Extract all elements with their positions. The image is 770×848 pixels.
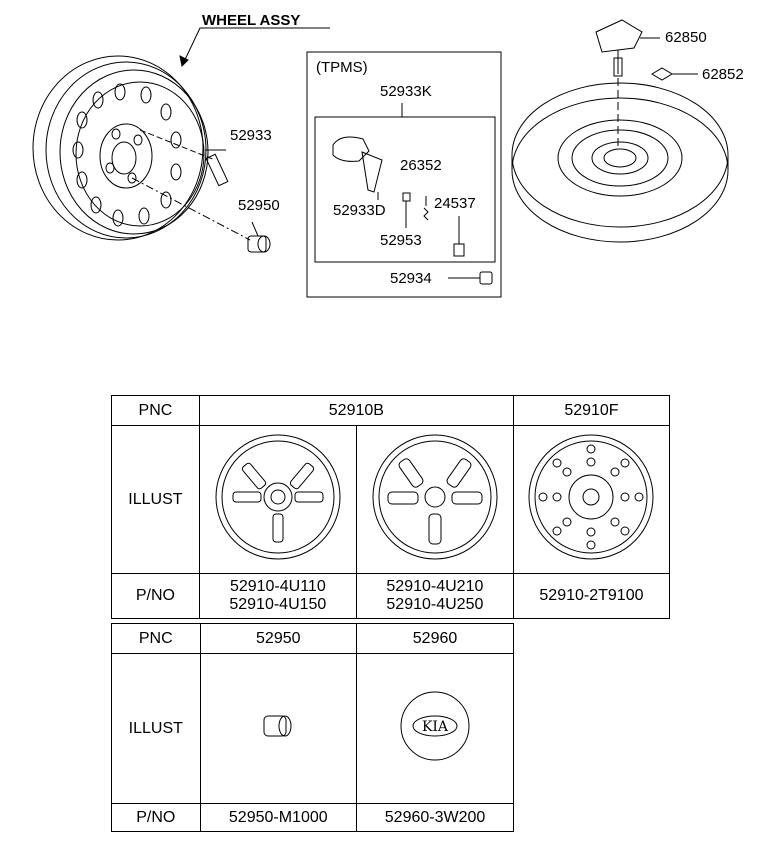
pno-52910-4U250: 52910-4U250 [386, 596, 484, 613]
tpms-box [306, 51, 502, 298]
label-52953: 52953 [380, 232, 422, 249]
pno-header-2: P/NO [111, 803, 201, 832]
pnc-header-2: PNC [111, 623, 201, 654]
label-24537: 24537 [434, 195, 476, 212]
alloy-wheel-2-cell [355, 425, 514, 574]
wheel-bolt-illustration [139, 129, 229, 187]
spare-tire-pad-illustration [651, 67, 673, 81]
steel-wheel-cell [512, 425, 671, 574]
tpms-sensor-illustration [332, 136, 383, 200]
wheel-nut-cell [199, 653, 358, 804]
valve-core-illustration [423, 207, 429, 221]
wheel-nut-illustration [131, 177, 271, 253]
pnc-52960: 52960 [356, 623, 514, 654]
kia-wheel-cap-illustration: KIA [400, 691, 470, 761]
tpms-title: (TPMS) [316, 59, 368, 76]
sensor-nut-illustration [453, 243, 465, 257]
wheel-nut-table-illustration [263, 715, 292, 737]
pno-52960-3W200: 52960-3W200 [356, 803, 514, 832]
label-62852: 62852 [702, 66, 744, 83]
pnc-header: PNC [111, 395, 200, 426]
steel-wheel-illustration [32, 55, 209, 241]
pno-52910-2T9100: 52910-2T9100 [512, 573, 671, 619]
wheel-assy-title: WHEEL ASSY [202, 12, 301, 29]
valve-nut-illustration [479, 271, 493, 285]
wheel-cap-cell: KIA [356, 653, 514, 804]
illust-header: ILLUST [111, 425, 200, 574]
alloy-wheel-2-illustration [372, 434, 498, 560]
label-52933K: 52933K [380, 83, 432, 100]
label-52933: 52933 [230, 127, 272, 144]
valve-cap-illustration [402, 192, 411, 202]
pno-header: P/NO [111, 573, 200, 619]
tpms-inner-box [314, 116, 496, 263]
label-52934: 52934 [390, 270, 432, 287]
pno-52910-4U150: 52910-4U150 [229, 596, 327, 613]
spare-tire-illustration [511, 82, 729, 243]
pnc-52950: 52950 [199, 623, 358, 654]
pno-cell-1: 52910-4U110 52910-4U150 [198, 573, 357, 619]
label-26352: 26352 [400, 157, 442, 174]
pno-52910-4U110: 52910-4U110 [229, 578, 326, 595]
pno-52910-4U210: 52910-4U210 [386, 578, 484, 595]
label-52950: 52950 [238, 197, 280, 214]
steel-wheel-illustration-table [528, 434, 654, 560]
spare-tire-holder-illustration [595, 19, 660, 150]
pnc-52910F: 52910F [512, 395, 671, 426]
pno-52950-M1000: 52950-M1000 [199, 803, 358, 832]
nut-cap-parts-table: PNC 52950 52960 ILLUST KIA P/NO 52950-M1… [111, 623, 514, 832]
label-52933D: 52933D [333, 202, 386, 219]
kia-logo-text: KIA [422, 719, 449, 735]
alloy-wheel-1-illustration [215, 434, 341, 560]
pnc-52910B: 52910B [198, 395, 514, 426]
wheel-parts-table: PNC 52910B 52910F ILLUST [111, 395, 671, 619]
label-62850: 62850 [665, 29, 707, 46]
alloy-wheel-1-cell [198, 425, 357, 574]
pno-cell-2: 52910-4U210 52910-4U250 [355, 573, 514, 619]
illust-header-2: ILLUST [111, 653, 201, 804]
